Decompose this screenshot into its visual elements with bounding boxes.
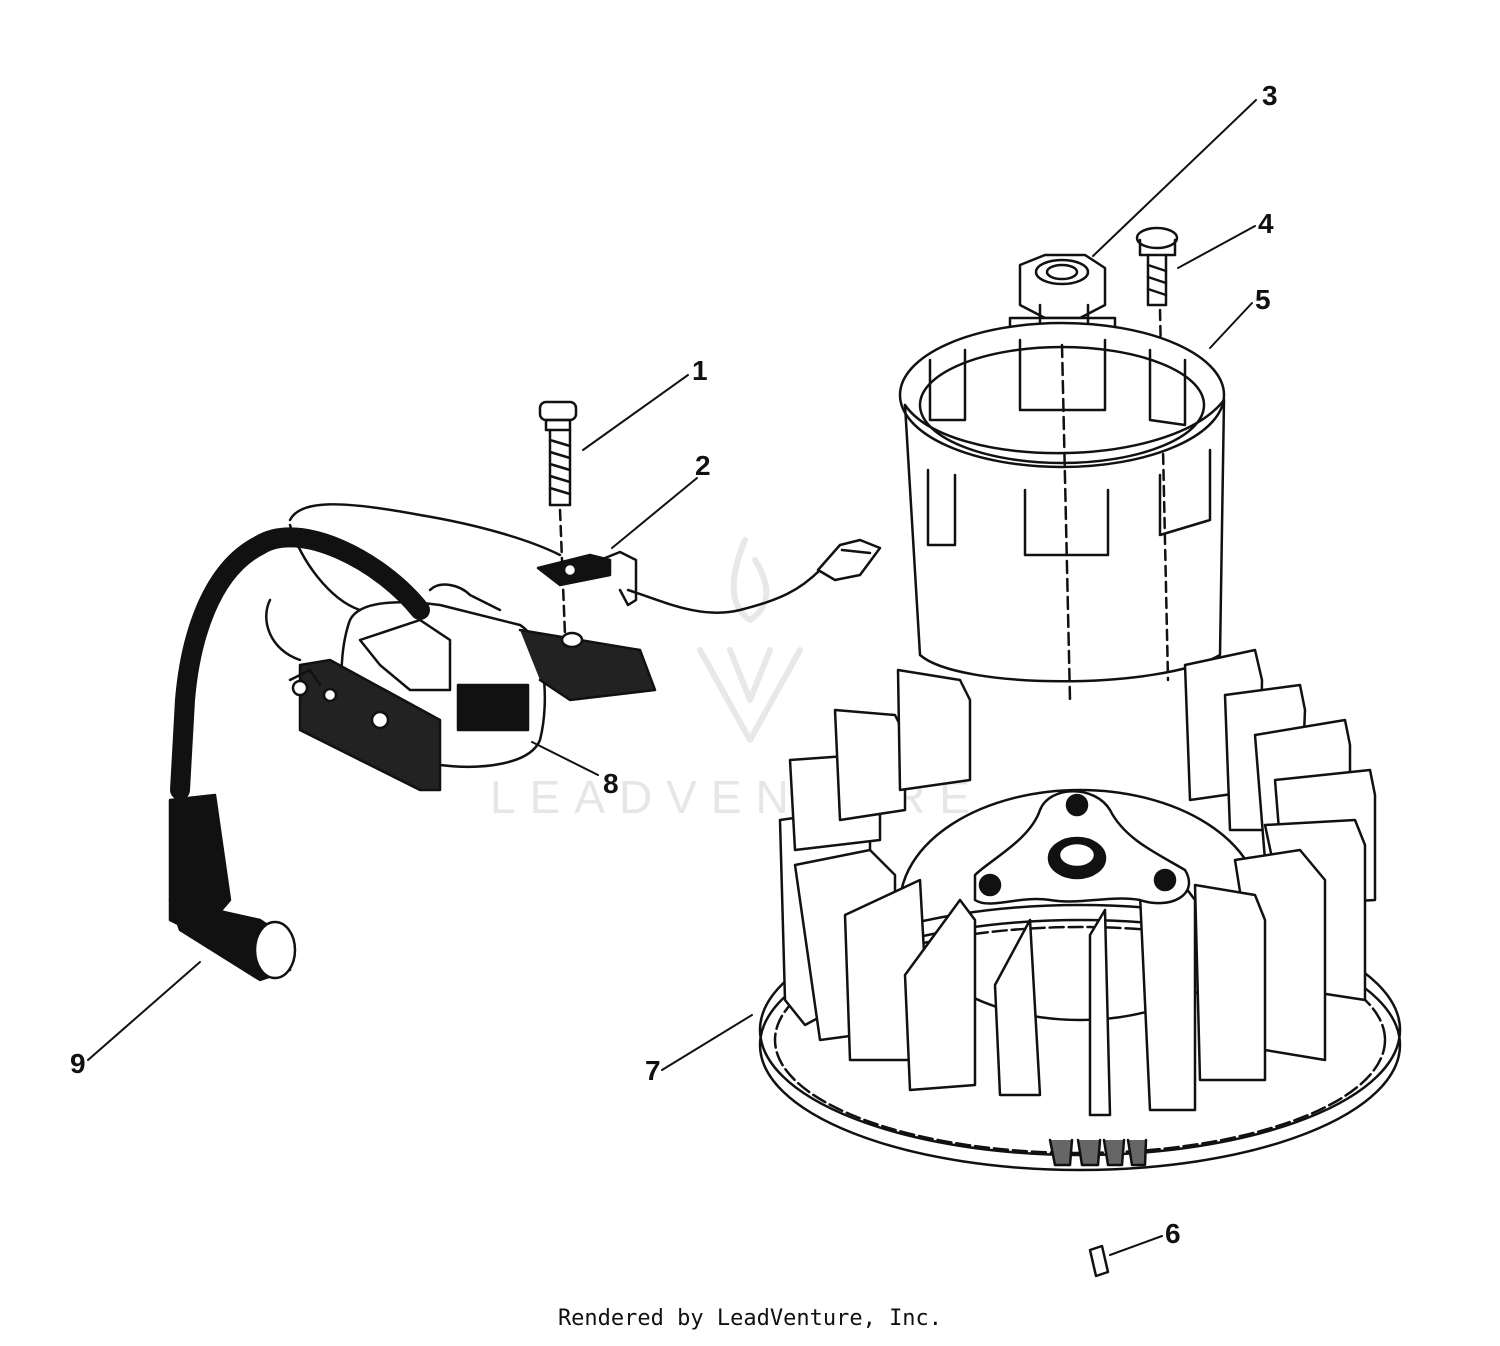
callout-8: 8 bbox=[603, 768, 619, 799]
watermark-logo-icon bbox=[697, 537, 803, 743]
wire-terminal-icon bbox=[816, 538, 882, 582]
callout-5: 5 bbox=[1255, 284, 1271, 315]
footer-credit: Rendered by LeadVenture, Inc. bbox=[557, 1306, 943, 1331]
flywheel-key-icon bbox=[1088, 1244, 1110, 1278]
flywheel-icon bbox=[758, 648, 1402, 1172]
callout-1: 1 bbox=[692, 355, 708, 386]
callout-3: 3 bbox=[1262, 80, 1278, 111]
ground-bracket-icon bbox=[536, 550, 822, 614]
callout-7: 7 bbox=[645, 1055, 661, 1086]
ignition-coil-icon bbox=[265, 503, 657, 792]
leader-lines bbox=[87, 99, 1257, 1256]
callout-2: 2 bbox=[695, 450, 711, 481]
screw-4-icon bbox=[1135, 226, 1179, 682]
callout-9: 9 bbox=[70, 1048, 86, 1079]
callout-6: 6 bbox=[1165, 1218, 1181, 1249]
bolt-1-icon bbox=[538, 400, 578, 637]
rotating-screen-icon bbox=[898, 321, 1226, 702]
spark-plug-boot-icon bbox=[168, 527, 430, 982]
callout-4: 4 bbox=[1258, 208, 1274, 239]
